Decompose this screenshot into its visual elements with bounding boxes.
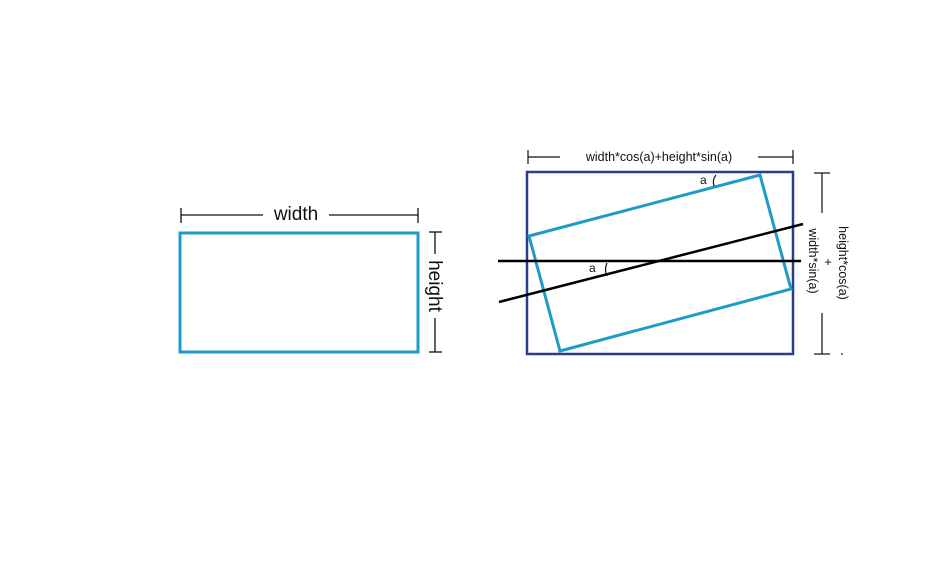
rotated-rectangle-group: a a width*cos(a)+height*sin(a) height*co…	[498, 150, 850, 356]
angle-label-top: a	[700, 173, 707, 187]
bounding-box	[525, 170, 795, 356]
width-label: width	[273, 204, 318, 225]
angle-arc-top	[712, 174, 717, 187]
rotated-rectangle	[527, 173, 793, 353]
height-dimension	[429, 231, 442, 353]
side-label-line2: width*sin(a)	[806, 227, 820, 293]
original-rectangle	[178, 231, 420, 354]
original-rectangle-group: width height	[178, 204, 445, 354]
angle-arc-mid	[604, 262, 608, 277]
top-dimension	[527, 150, 794, 164]
rotated-axis-line	[498, 222, 804, 304]
side-label-plus: +	[821, 258, 835, 265]
top-dimension-label: width*cos(a)+height*sin(a)	[585, 150, 732, 164]
side-dimension-dot	[841, 353, 843, 355]
width-dimension	[180, 208, 419, 223]
angle-label-mid: a	[589, 261, 596, 275]
side-dimension	[814, 172, 830, 355]
side-label-line1: height*cos(a)	[836, 226, 850, 300]
height-label: height	[424, 260, 445, 312]
